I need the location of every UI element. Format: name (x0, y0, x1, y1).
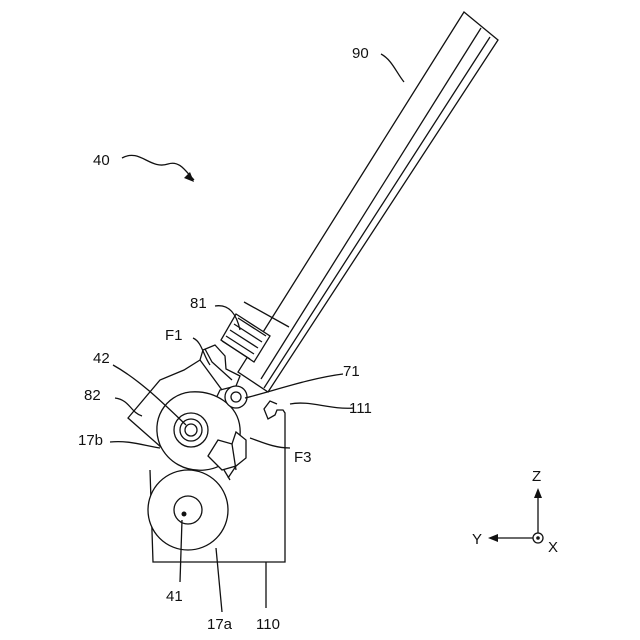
label-17a: 17a (207, 616, 233, 633)
axis-label-y: Y (472, 531, 482, 548)
axis-label-x: X (548, 539, 558, 556)
label-90: 90 (352, 45, 369, 62)
label-40: 40 (93, 152, 110, 169)
label-71: 71 (343, 363, 360, 380)
arm-90 (238, 12, 498, 392)
label-F1: F1 (165, 327, 183, 344)
label-17b: 17b (78, 432, 103, 449)
leader-40 (122, 155, 194, 180)
pin-71 (225, 386, 247, 408)
label-41: 41 (166, 588, 183, 605)
label-81: 81 (190, 295, 207, 312)
label-82: 82 (84, 387, 101, 404)
coordinate-axes (488, 488, 543, 543)
roller-17a (148, 470, 228, 550)
axis-label-z: Z (532, 468, 541, 485)
label-110: 110 (256, 616, 280, 633)
arrowhead-40 (184, 172, 194, 182)
label-42: 42 (93, 350, 110, 367)
label-F3: F3 (294, 449, 312, 466)
label-111: 111 (349, 400, 372, 417)
